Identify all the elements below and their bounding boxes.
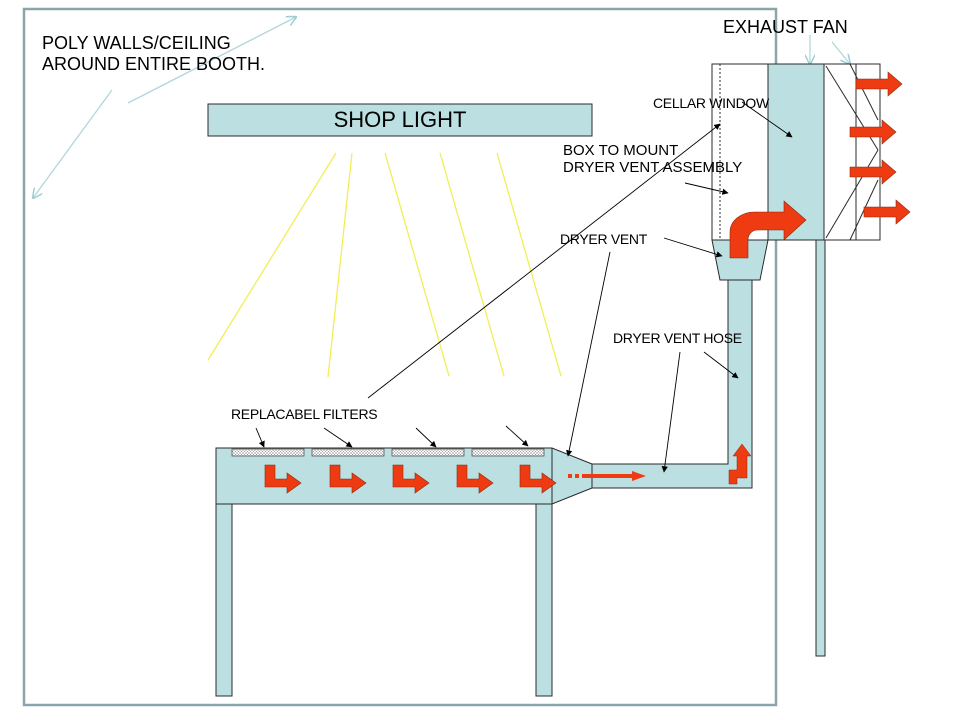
table-leg-left [215,503,233,697]
dryer-vent-label: DRYER VENT [560,231,647,247]
dryer-vent-hose [591,279,753,489]
cellar-window-label: CELLAR WINDOW [653,95,769,111]
poly-walls-label: POLY WALLS/CEILING AROUND ENTIRE BOOTH. [42,33,266,74]
exhaust-bend-arrow-icon [729,200,807,259]
table-leg-right [535,503,553,697]
exhaust-fan-label: EXHAUST FAN [723,17,848,37]
booth-enclosure [22,7,778,707]
shop-light-fixture [207,103,593,137]
dryer-vent-hose-label: DRYER VENT HOSE [613,330,742,346]
window-support [815,239,826,657]
mounting-box [767,63,825,241]
mesh-filter-icon [311,448,385,457]
filter-table [215,447,593,697]
label-leaders [255,101,793,473]
filter-row [231,448,545,457]
hose-flow-arrow [568,471,646,481]
mesh-filter-icon [471,448,545,457]
bent-arrow-icon [728,443,752,485]
light-rays [207,152,562,378]
poly-wall-pointers [33,17,850,198]
mesh-filter-icon [231,448,305,457]
replaceable-filters-label: REPLACABEL FILTERS [231,406,378,422]
box-to-mount-label: BOX TO MOUNT DRYER VENT ASSEMBLY [563,142,743,177]
shop-light-label: SHOP LIGHT [333,107,467,132]
mesh-filter-icon [391,448,465,457]
